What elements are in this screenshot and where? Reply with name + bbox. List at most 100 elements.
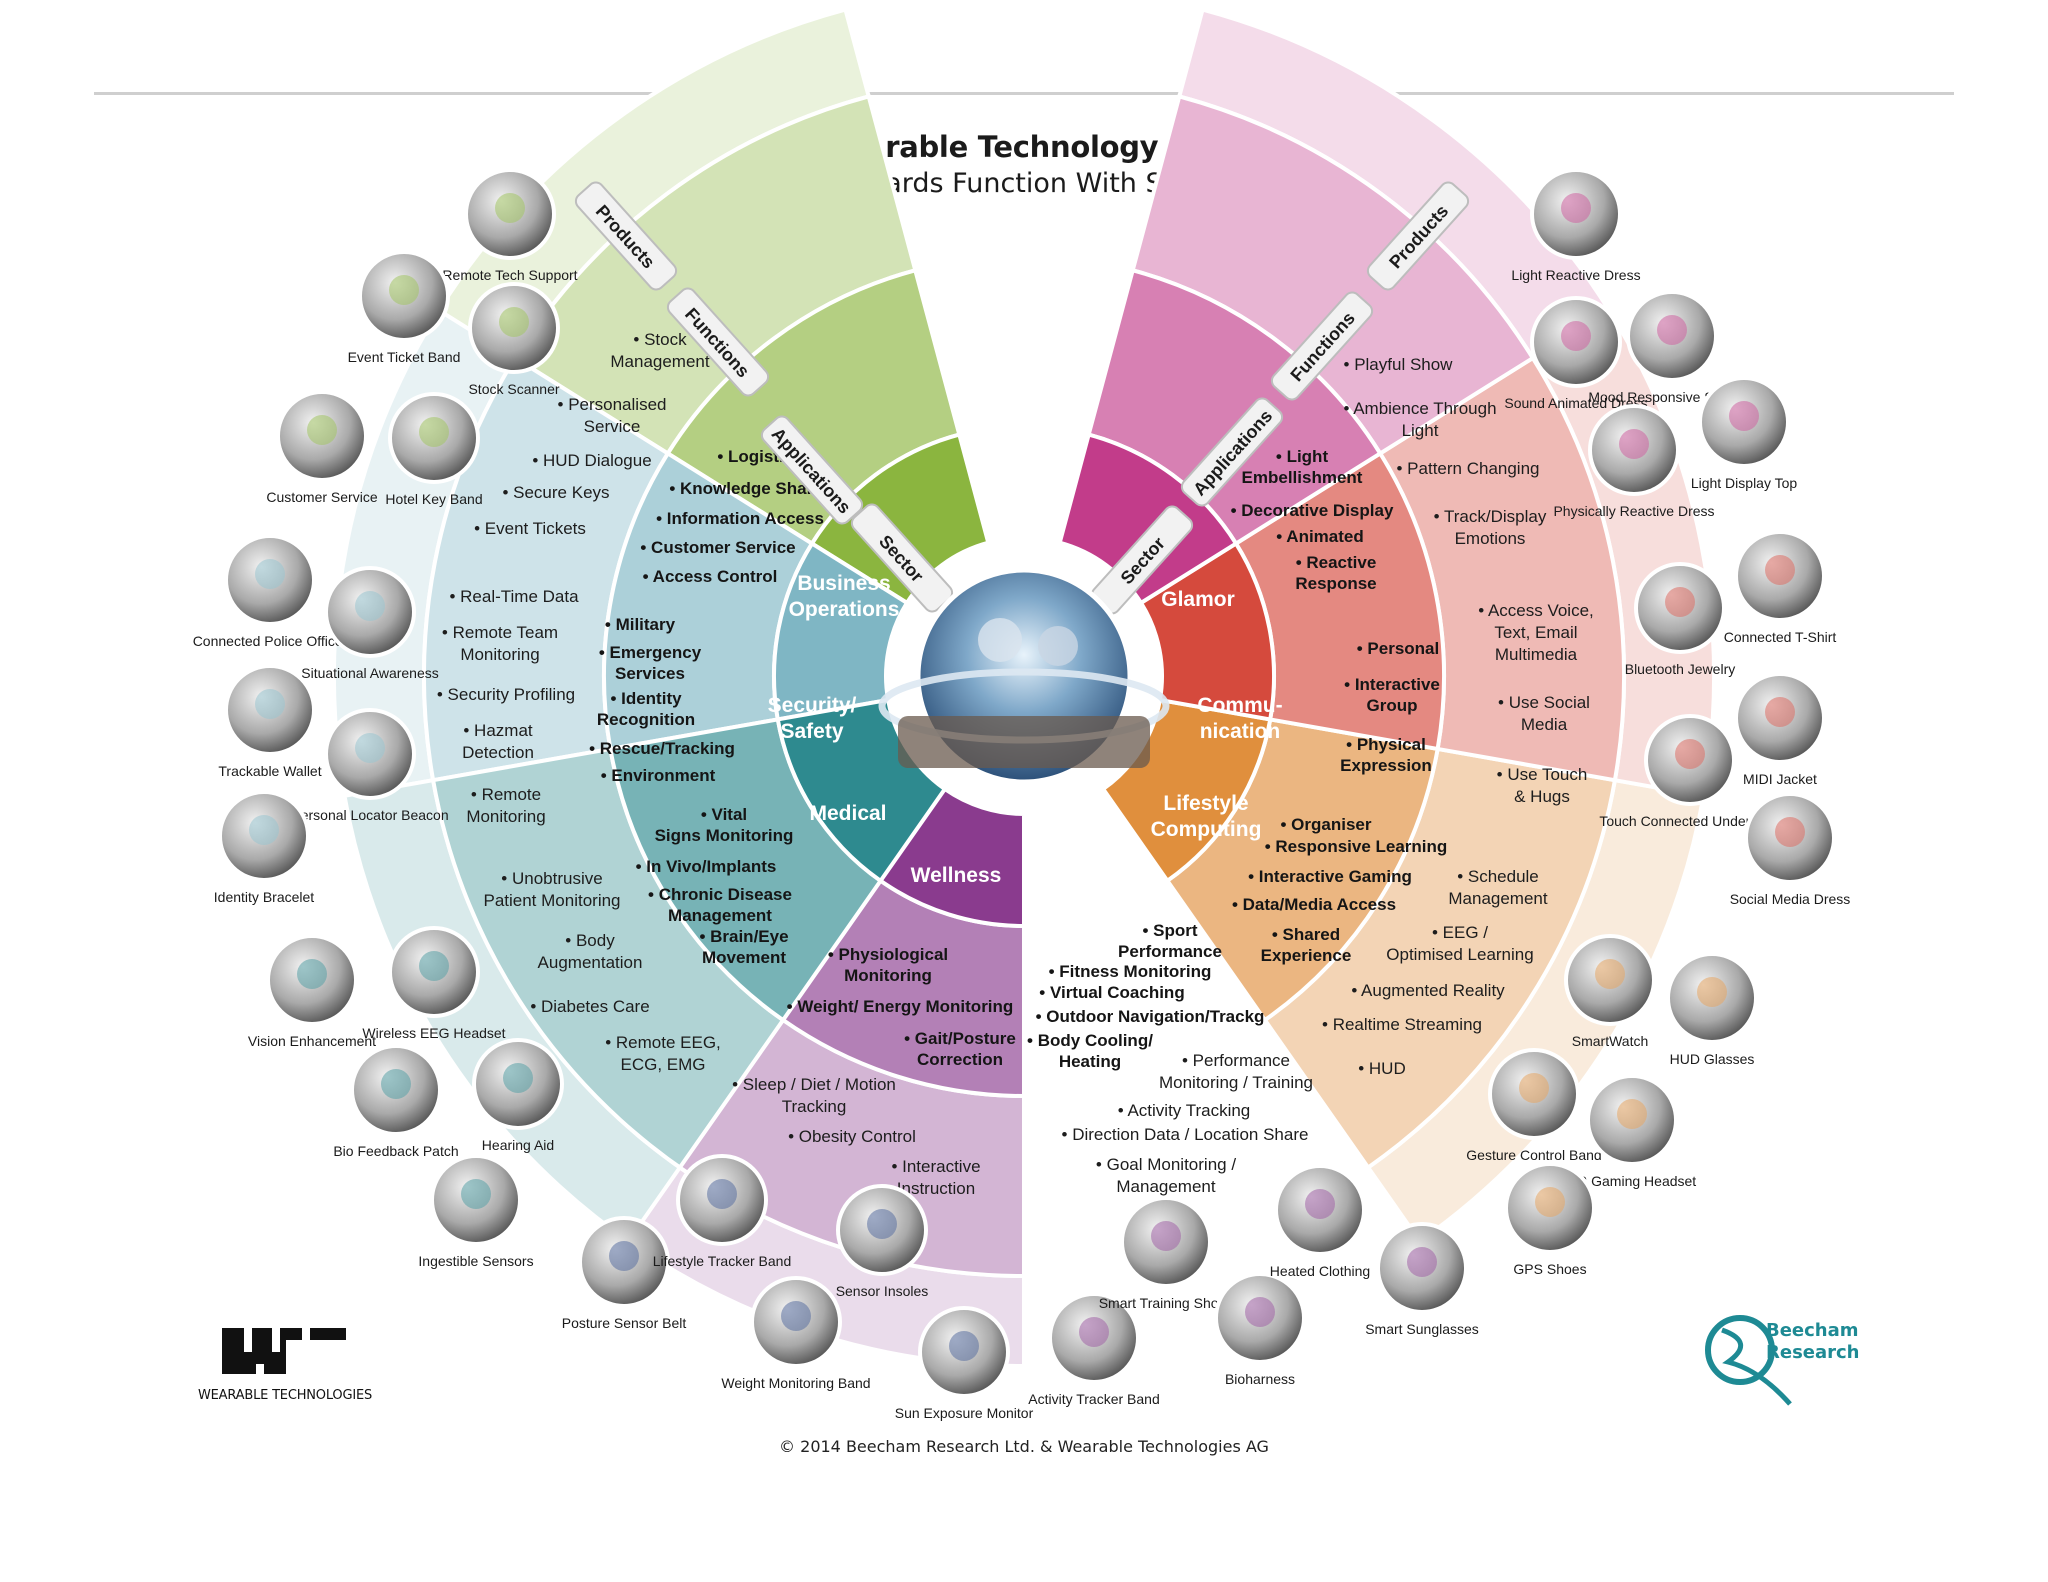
sector-core-communication — [1138, 540, 1276, 722]
product-item: Hearing Aid — [472, 1038, 564, 1153]
product-label: Sun Exposure Monitor — [895, 1405, 1034, 1421]
product-label: Heated Clothing — [1270, 1263, 1370, 1279]
product-label: Touch Connected Underwear — [1599, 813, 1781, 829]
product-item: Hotel Key Band — [385, 392, 483, 507]
product-figure-icon — [419, 951, 449, 981]
product-figure-icon — [949, 1331, 979, 1361]
product-label: HUD Glasses — [1670, 1051, 1755, 1067]
application-item: • Body Cooling/Heating — [1027, 1031, 1153, 1071]
product-figure-icon — [461, 1179, 491, 1209]
application-item: • Information Access — [656, 509, 824, 528]
beecham-line: Beecham — [1766, 1320, 1859, 1341]
sector-name-medical: Medical — [809, 802, 886, 825]
product-label: Social Media Dress — [1730, 891, 1851, 907]
product-label: VR Gaming Headset — [1568, 1173, 1697, 1189]
product-label: Light Reactive Dress — [1511, 267, 1640, 283]
function-item: • Diabetes Care — [530, 997, 649, 1016]
product-item: Sensor Insoles — [836, 1184, 928, 1299]
function-item: • Security Profiling — [437, 685, 575, 704]
function-item: • Pattern Changing — [1397, 459, 1540, 478]
product-figure-icon — [1561, 321, 1591, 351]
product-item: Connected T-Shirt — [1724, 530, 1836, 645]
sector-business — [436, 7, 991, 606]
product-item: MIDI Jacket — [1734, 672, 1826, 787]
function-item: • Direction Data / Location Share — [1062, 1125, 1309, 1144]
product-item: GPS Shoes — [1504, 1162, 1596, 1277]
product-item: Heated Clothing — [1270, 1164, 1370, 1279]
sector-core-sport — [877, 786, 1026, 929]
product-figure-icon — [355, 733, 385, 763]
application-item: • Animated — [1276, 527, 1364, 546]
ring-tab-shape — [574, 181, 678, 291]
product-item: Trackable Wallet — [218, 664, 322, 779]
product-item: Ingestible Sensors — [418, 1154, 534, 1269]
beecham-research-logo-text: Beecham Research — [1766, 1320, 1860, 1364]
product-figure-icon — [1675, 739, 1705, 769]
application-item: • Virtual Coaching — [1039, 983, 1184, 1002]
application-item: • Responsive Learning — [1265, 837, 1448, 856]
product-label: Bluetooth Jewelry — [1625, 661, 1736, 677]
application-item: • In Vivo/Implants — [636, 857, 777, 876]
product-label: Hotel Key Band — [385, 491, 482, 507]
product-label: Smart Sunglasses — [1365, 1321, 1479, 1337]
product-item: Touch Connected Underwear — [1599, 714, 1781, 829]
product-label: Vision Enhancement — [248, 1033, 376, 1049]
product-item: Smart Sunglasses — [1365, 1222, 1479, 1337]
copyright-notice: © 2014 Beecham Research Ltd. & Wearable … — [779, 1437, 1269, 1456]
product-label: Gesture Control Band — [1466, 1147, 1601, 1163]
application-item: • Military — [605, 615, 676, 634]
product-item: Physically Reactive Dress — [1553, 404, 1715, 519]
product-item: SmartWatch — [1564, 934, 1656, 1049]
wearable-technologies-logo — [222, 1328, 346, 1374]
application-item: • Knowledge Share — [669, 479, 822, 498]
function-item: • EEG /Optimised Learning — [1386, 923, 1533, 964]
product-figure-icon — [381, 1069, 411, 1099]
product-label: Wireless EEG Headset — [362, 1025, 505, 1041]
product-figure-icon — [255, 689, 285, 719]
product-item: Social Media Dress — [1730, 792, 1851, 907]
product-item: Activity Tracker Band — [1028, 1292, 1160, 1407]
product-label: Bioharness — [1225, 1371, 1295, 1387]
product-item: HUD Glasses — [1666, 952, 1758, 1067]
product-label: MIDI Jacket — [1743, 771, 1817, 787]
function-item: • Secure Keys — [502, 483, 609, 502]
product-figure-icon — [419, 417, 449, 447]
product-label: Customer Service — [266, 489, 377, 505]
product-figure-icon — [1697, 977, 1727, 1007]
product-figure-icon — [707, 1179, 737, 1209]
product-figure-icon — [355, 591, 385, 621]
product-item: Vision Enhancement — [248, 934, 376, 1049]
function-item: • Obesity Control — [788, 1127, 916, 1146]
product-item: Sun Exposure Monitor — [895, 1306, 1034, 1421]
product-item: Personal Locator Beacon — [291, 708, 449, 823]
application-item: • Weight/ Energy Monitoring — [787, 997, 1014, 1016]
page-subtitle: Towards Function With Style — [834, 168, 1214, 199]
product-figure-icon — [781, 1301, 811, 1331]
function-item: • Event Tickets — [474, 519, 586, 538]
product-figure-icon — [499, 307, 529, 337]
wt-logo-bar — [310, 1328, 346, 1340]
product-item: Sound Animated Dress — [1504, 296, 1648, 411]
ring-tab-shape — [1366, 181, 1470, 291]
function-item: • Use Touch& Hugs — [1497, 765, 1588, 806]
sector-lifestyle — [1100, 697, 1706, 1244]
sector-name-communication: Commu-nication — [1197, 694, 1282, 743]
product-figure-icon — [1619, 429, 1649, 459]
product-label: Bio Feedback Patch — [333, 1143, 458, 1159]
product-label: Ingestible Sensors — [418, 1253, 533, 1269]
product-figure-icon — [1729, 401, 1759, 431]
product-item: Wireless EEG Headset — [362, 926, 506, 1041]
